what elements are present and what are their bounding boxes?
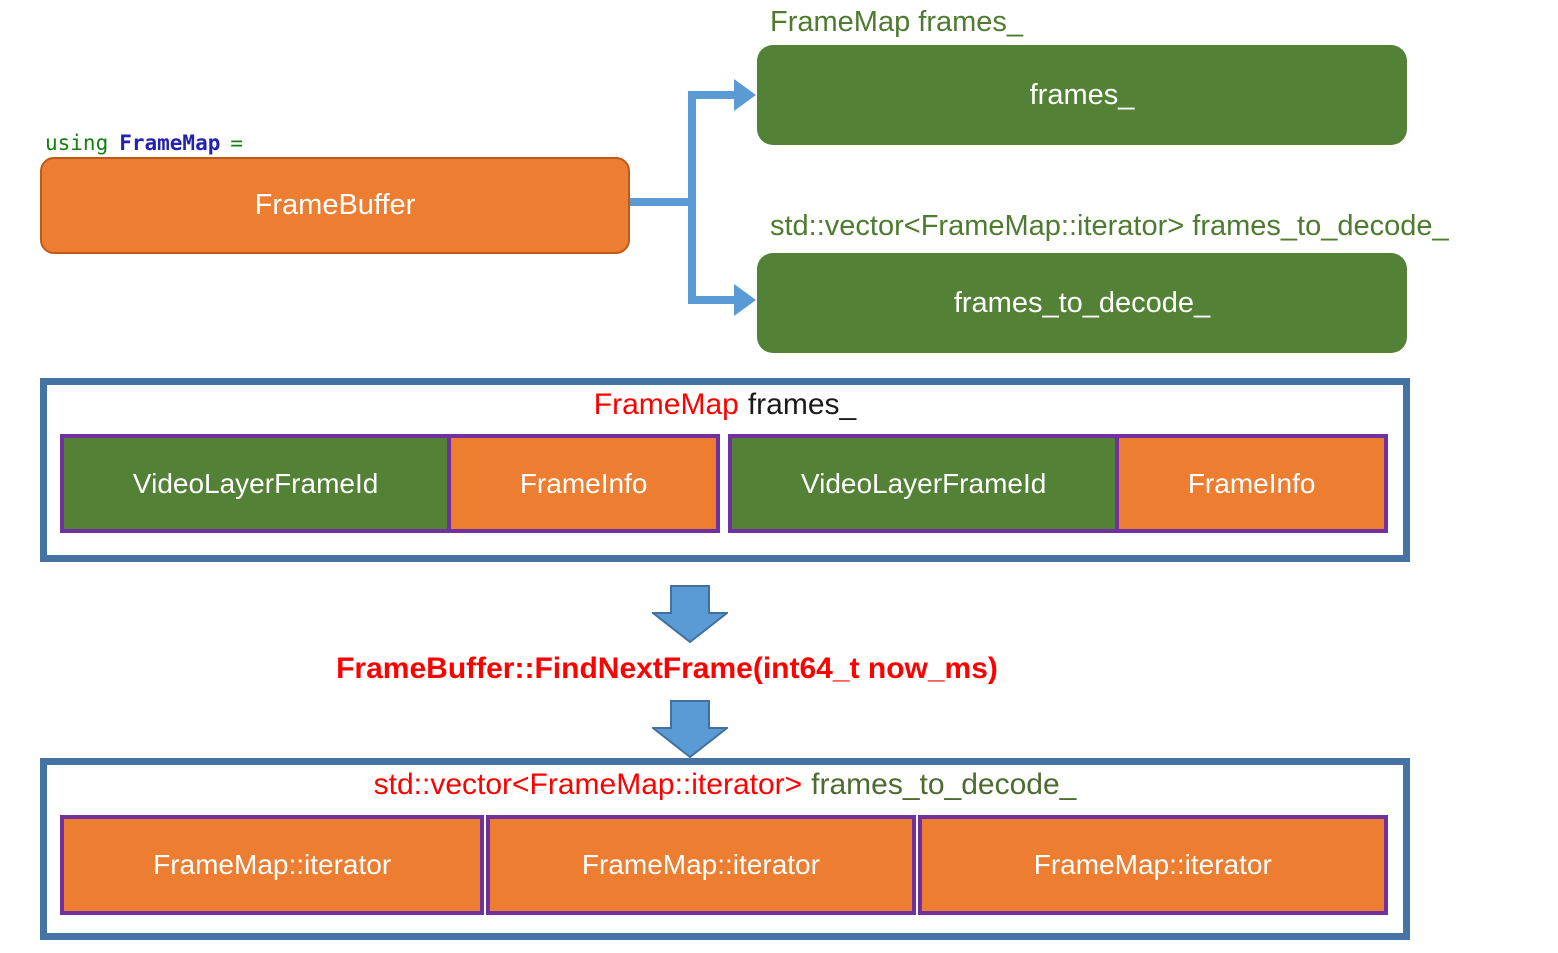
vector-item-cell: FrameMap::iterator <box>917 815 1388 915</box>
find-next-frame-label: FrameBuffer::FindNextFrame(int64_t now_m… <box>336 652 998 685</box>
vector-item-cell: FrameMap::iterator <box>486 815 916 915</box>
frames-box: frames_ <box>757 45 1407 145</box>
map-entry-value-cell: FrameInfo <box>447 438 716 529</box>
vector-container-title: std::vector<FrameMap::iterator>frames_to… <box>40 768 1410 802</box>
map-entry-pair: VideoLayerFrameId FrameInfo <box>60 434 720 533</box>
frames-caption: FrameMap frames_ <box>770 6 1024 38</box>
code-line-1: using FrameMap = <box>45 128 601 158</box>
frames-label: frames_ <box>1029 78 1135 111</box>
frames-to-decode-box: frames_to_decode_ <box>757 253 1407 353</box>
vector-title-type: std::vector<FrameMap::iterator> <box>373 768 803 801</box>
framemap-title-type: FrameMap <box>593 388 739 421</box>
arrowhead-to-frames-icon <box>734 79 756 111</box>
framemap-title-var: frames_ <box>747 388 857 421</box>
map-entry-pair: VideoLayerFrameId FrameInfo <box>728 434 1388 533</box>
connector-vertical-line <box>688 91 696 304</box>
connector-top-branch-line <box>688 91 736 99</box>
frames-to-decode-label: frames_to_decode_ <box>953 286 1211 319</box>
code-operator-equals: = <box>230 131 244 155</box>
map-entry-key-cell: VideoLayerFrameId <box>732 438 1116 529</box>
connector-stub-line <box>630 198 696 206</box>
vector-item-cell: FrameMap::iterator <box>60 815 485 915</box>
map-entry-value-cell: FrameInfo <box>1115 438 1384 529</box>
framemap-entries-row: VideoLayerFrameId FrameInfo VideoLayerFr… <box>60 434 1388 533</box>
frames-to-decode-caption: std::vector<FrameMap::iterator> frames_t… <box>770 210 1449 242</box>
down-arrow-icon <box>652 700 728 758</box>
connector-bottom-branch-line <box>688 296 736 304</box>
arrowhead-to-frames-to-decode-icon <box>734 284 756 316</box>
down-arrow-icon <box>652 585 728 643</box>
vector-items-row: FrameMap::iterator FrameMap::iterator Fr… <box>60 815 1388 915</box>
framebuffer-box: FrameBuffer <box>40 157 630 254</box>
framebuffer-label: FrameBuffer <box>254 189 416 221</box>
map-entry-key-cell: VideoLayerFrameId <box>64 438 448 529</box>
code-keyword-using: using <box>45 131 109 155</box>
code-type-framemap: FrameMap <box>119 131 221 155</box>
vector-title-var: frames_to_decode_ <box>811 768 1077 801</box>
